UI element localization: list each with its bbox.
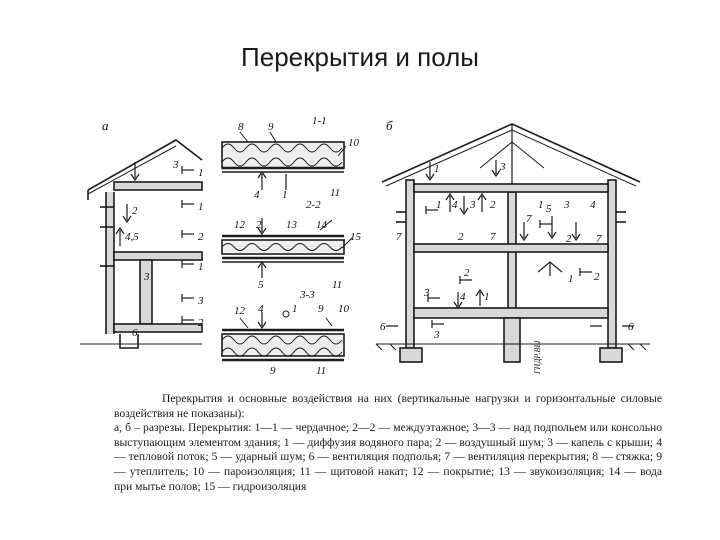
- svg-text:11: 11: [332, 279, 342, 291]
- svg-text:9: 9: [268, 121, 274, 133]
- svg-text:2: 2: [464, 267, 470, 279]
- svg-text:12: 12: [234, 219, 246, 231]
- svg-text:4,5: 4,5: [125, 231, 139, 243]
- svg-text:9: 9: [318, 303, 324, 315]
- svg-text:8: 8: [238, 121, 244, 133]
- svg-text:1: 1: [484, 291, 490, 303]
- svg-text:7: 7: [596, 233, 602, 245]
- detail-2-2: [221, 218, 353, 278]
- svg-text:3: 3: [423, 287, 430, 299]
- svg-text:б: б: [386, 118, 393, 133]
- svg-text:1: 1: [568, 273, 574, 285]
- section-a: а 3 1 2 1 4,5 2 3 1 3 2 6: [80, 118, 204, 349]
- svg-text:2: 2: [256, 219, 262, 231]
- svg-text:2: 2: [132, 205, 138, 217]
- svg-text:2: 2: [566, 233, 572, 245]
- svg-text:6: 6: [132, 327, 138, 339]
- svg-text:2: 2: [198, 317, 204, 329]
- svg-text:2: 2: [594, 271, 600, 283]
- svg-text:3: 3: [197, 295, 204, 307]
- svg-text:9: 9: [270, 365, 276, 377]
- svg-text:4: 4: [460, 291, 466, 303]
- svg-text:4: 4: [590, 199, 596, 211]
- svg-text:а: а: [102, 118, 109, 133]
- svg-text:1: 1: [538, 199, 544, 211]
- section-label-2-2: 2-2: [306, 199, 321, 211]
- svg-text:3: 3: [143, 271, 150, 283]
- svg-text:14: 14: [316, 219, 328, 231]
- svg-text:11: 11: [316, 365, 326, 377]
- svg-text:1: 1: [198, 261, 204, 273]
- svg-text:6: 6: [628, 321, 634, 333]
- svg-text:1: 1: [436, 199, 442, 211]
- svg-text:3: 3: [563, 199, 570, 211]
- slide-title: Перекрытия и полы: [241, 42, 479, 72]
- svg-text:10: 10: [348, 137, 360, 149]
- svg-text:13: 13: [286, 219, 298, 231]
- svg-text:11: 11: [330, 187, 340, 199]
- svg-text:12: 12: [234, 305, 246, 317]
- svg-text:3: 3: [172, 159, 179, 171]
- svg-text:1: 1: [198, 167, 204, 179]
- svg-text:4: 4: [452, 199, 458, 211]
- section-label-1-1: 1-1: [312, 115, 327, 127]
- caption-title: Перекрытия и основные воздействия на них…: [114, 392, 662, 420]
- caption-legend: а, б – разрезы. Перекрытия: 1—1 — чердач…: [114, 421, 662, 493]
- figure-caption: Перекрытия и основные воздействия на них…: [114, 392, 662, 494]
- roof-a: [87, 139, 203, 191]
- svg-text:2: 2: [490, 199, 496, 211]
- detail-3-3: [221, 310, 345, 362]
- svg-text:1: 1: [282, 189, 288, 201]
- svg-text:6: 6: [380, 321, 386, 333]
- svg-text:7: 7: [490, 231, 496, 243]
- svg-text:2: 2: [458, 231, 464, 243]
- roof-b: [381, 123, 641, 183]
- svg-text:3: 3: [499, 161, 506, 173]
- svg-text:3: 3: [433, 329, 440, 341]
- side-label: ГИДР.ВЫ: [533, 340, 542, 375]
- svg-text:5: 5: [258, 279, 264, 291]
- wall-a: [106, 192, 114, 334]
- svg-text:3: 3: [469, 199, 476, 211]
- floors-diagram: а 3 1 2 1 4,5 2 3 1 3 2 6: [80, 115, 650, 377]
- svg-text:7: 7: [396, 231, 402, 243]
- svg-text:4: 4: [254, 189, 260, 201]
- svg-text:7: 7: [526, 213, 532, 225]
- svg-text:5: 5: [546, 203, 552, 215]
- svg-text:1: 1: [198, 201, 204, 213]
- svg-text:4: 4: [258, 303, 264, 315]
- svg-text:10: 10: [338, 303, 350, 315]
- detail-1-1: [221, 131, 347, 190]
- svg-text:1: 1: [434, 163, 440, 175]
- svg-text:1: 1: [292, 303, 298, 315]
- svg-text:15: 15: [350, 231, 362, 243]
- section-label-3-3: 3-3: [299, 289, 315, 301]
- svg-text:2: 2: [198, 231, 204, 243]
